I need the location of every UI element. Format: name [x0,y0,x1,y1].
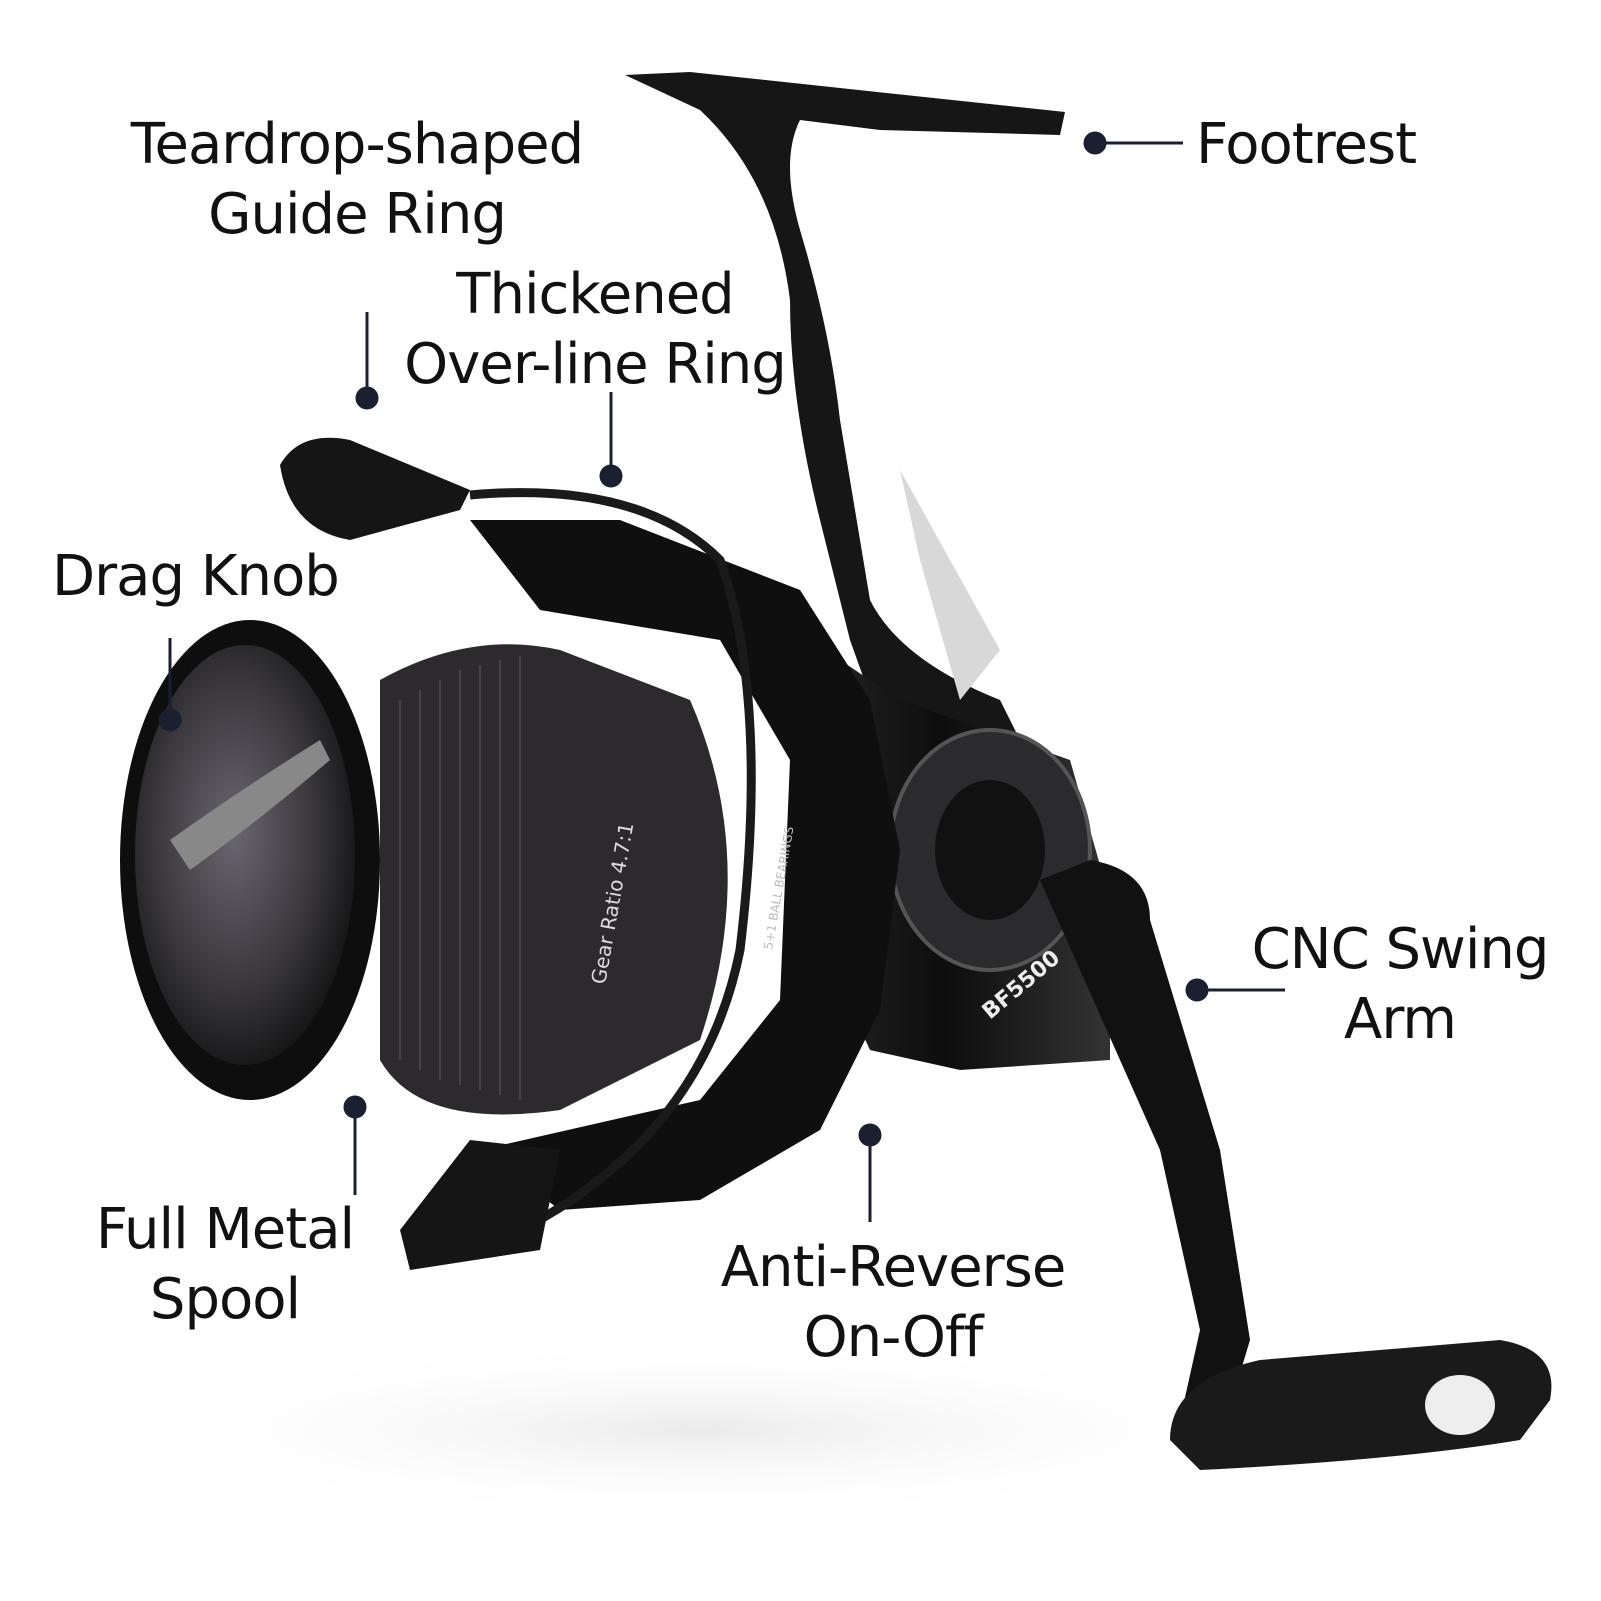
callout-thickened-over-line-ring: Thickened Over-line Ring [380,260,810,400]
callout-teardrop-guide-ring: Teardrop-shaped Guide Ring [107,110,607,250]
callout-dot [355,386,379,410]
bail-arm [400,1140,560,1270]
spool-grooves [399,656,521,1100]
callout-footrest: Footrest [1196,110,1417,180]
shadow [100,1340,1300,1520]
callout-text: Footrest [1196,112,1417,177]
callout-text: Teardrop-shaped [130,112,584,177]
spool-body [380,644,728,1115]
callout-text: CNC Swing [1251,917,1550,982]
reel-foot [625,72,1070,880]
handle-knob-hole [1425,1375,1495,1435]
callout-text: Drag Knob [52,544,340,609]
callout-anti-reverse: Anti-Reverse On-Off [713,1233,1073,1373]
callout-text: Over-line Ring [404,332,787,397]
callout-full-metal-spool: Full Metal Spool [75,1195,375,1335]
swing-arm [1040,860,1250,1440]
callout-dot [158,708,182,732]
callout-text: Thickened [456,262,734,327]
callout-dot [599,464,623,488]
callout-text: Anti-Reverse [720,1235,1067,1300]
callout-text: Full Metal [95,1197,355,1262]
callout-dot [858,1123,882,1147]
line-roller [280,437,470,540]
callout-dot [1083,131,1107,155]
stem-cutout [900,470,1000,700]
callout-dot [1185,978,1209,1002]
callout-drag-knob: Drag Knob [52,542,340,612]
drag-knob [135,645,355,1065]
callout-lines [158,131,1285,1222]
callout-text: On-Off [803,1305,984,1370]
callout-text: Arm [1344,987,1457,1052]
handle-knob [1170,1340,1552,1470]
handle-hub [935,780,1045,920]
callout-dot [343,1095,367,1119]
bail-wire [469,488,756,1250]
callout-text: Spool [149,1267,301,1332]
callout-cnc-swing-arm: CNC Swing Arm [1240,915,1560,1055]
rotor [470,520,900,1210]
drag-knob-grip [170,740,330,870]
callout-text: Guide Ring [208,182,507,247]
